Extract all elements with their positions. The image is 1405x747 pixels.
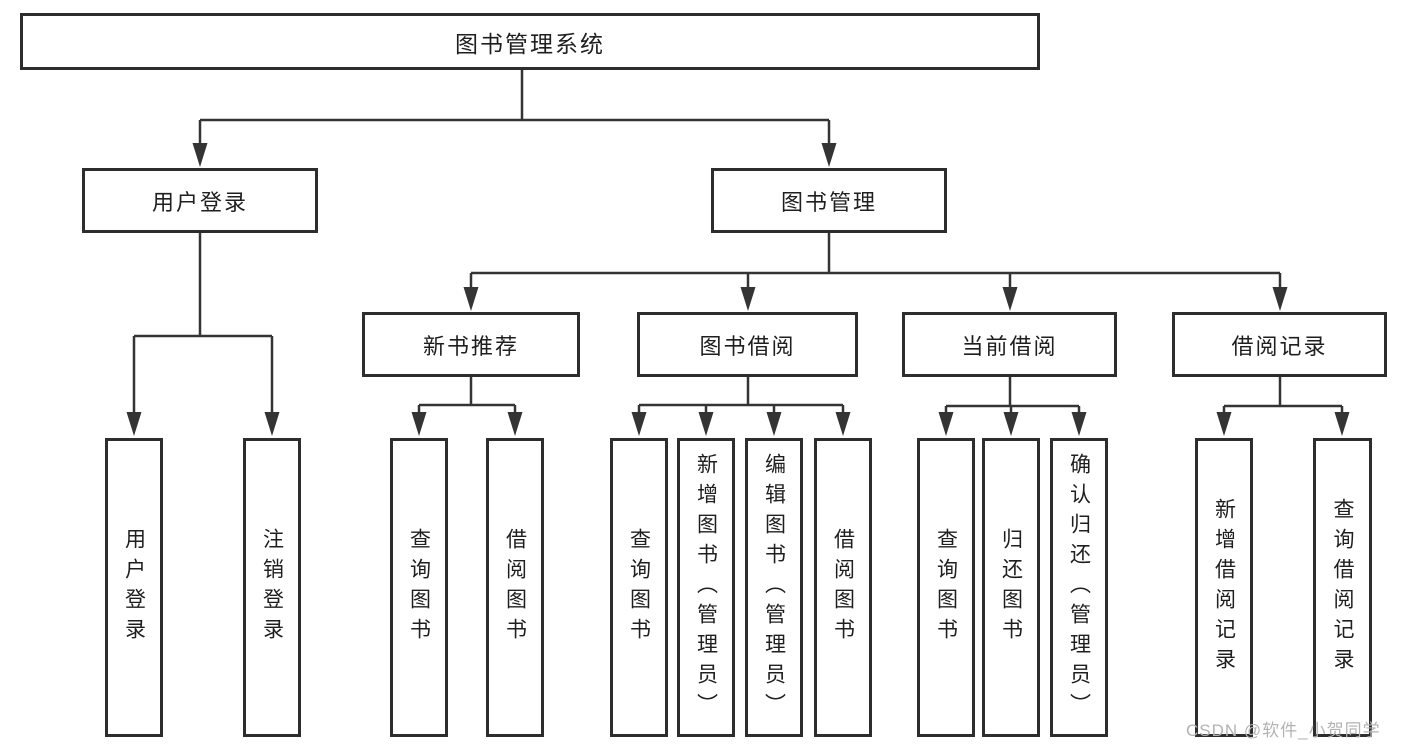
node-root: 图书管理系统	[20, 13, 1040, 70]
leaf-current-return-books-label: 归还图书	[999, 527, 1023, 648]
node-borrow-records-label: 借阅记录	[1231, 333, 1328, 359]
leaf-records-query-record-label: 查询借阅记录	[1331, 497, 1354, 678]
connector-book-borrow-branch	[631, 377, 851, 436]
node-book-borrow: 图书借阅	[637, 312, 858, 377]
connector-root-to-level2	[192, 70, 837, 167]
leaf-borrow-add-books-admin: 新增图书（管理员）	[677, 438, 735, 737]
leaf-borrow-borrow-books-label: 借阅图书	[831, 527, 855, 648]
node-user-login-label: 用户登录	[151, 189, 248, 215]
connector-user-login-branch	[126, 233, 280, 436]
leaf-current-return-books: 归还图书	[982, 438, 1040, 737]
leaf-borrow-add-books-admin-label: 新增图书（管理员）	[694, 452, 718, 723]
node-book-management: 图书管理	[711, 168, 947, 233]
leaf-borrow-borrow-books: 借阅图书	[814, 438, 872, 737]
leaf-current-confirm-return-admin: 确认归还（管理员）	[1050, 438, 1108, 737]
node-new-book-recommend: 新书推荐	[362, 312, 580, 377]
leaf-current-query-books-label: 查询图书	[934, 527, 958, 648]
leaf-user-login-label: 用户登录	[122, 527, 146, 648]
connector-new-book-recommend-branch	[411, 377, 523, 436]
node-book-management-label: 图书管理	[780, 189, 877, 215]
node-new-book-recommend-label: 新书推荐	[422, 333, 519, 359]
leaf-borrow-query-books: 查询图书	[610, 438, 668, 737]
leaf-borrow-edit-books-admin: 编辑图书（管理员）	[745, 438, 803, 737]
leaf-recommend-borrow-books: 借阅图书	[486, 438, 544, 737]
leaf-recommend-borrow-books-label: 借阅图书	[503, 527, 527, 648]
leaf-recommend-query-books: 查询图书	[390, 438, 448, 737]
leaf-borrow-edit-books-admin-label: 编辑图书（管理员）	[762, 452, 786, 723]
node-user-login: 用户登录	[82, 168, 318, 233]
node-book-borrow-label: 图书借阅	[699, 333, 796, 359]
leaf-logout: 注销登录	[243, 438, 301, 737]
node-root-label: 图书管理系统	[455, 30, 605, 57]
leaf-records-add-record-label: 新增借阅记录	[1212, 497, 1236, 678]
leaf-logout-label: 注销登录	[260, 527, 284, 648]
leaf-recommend-query-books-label: 查询图书	[407, 527, 431, 648]
leaf-records-query-record: 查询借阅记录	[1313, 438, 1372, 737]
leaf-user-login: 用户登录	[105, 438, 163, 737]
leaf-borrow-query-books-label: 查询图书	[627, 527, 651, 648]
connector-borrow-records-branch	[1216, 377, 1350, 436]
node-current-borrow: 当前借阅	[902, 312, 1117, 377]
connector-book-management-branch	[463, 233, 1288, 311]
leaf-current-query-books: 查询图书	[917, 438, 975, 737]
node-current-borrow-label: 当前借阅	[961, 333, 1058, 359]
connector-current-borrow-branch	[938, 377, 1087, 436]
node-borrow-records: 借阅记录	[1172, 312, 1387, 377]
leaf-current-confirm-return-admin-label: 确认归还（管理员）	[1067, 452, 1091, 723]
csdn-watermark: CSDN @软件_小贺同学	[1186, 721, 1381, 740]
leaf-records-add-record: 新增借阅记录	[1195, 438, 1253, 737]
